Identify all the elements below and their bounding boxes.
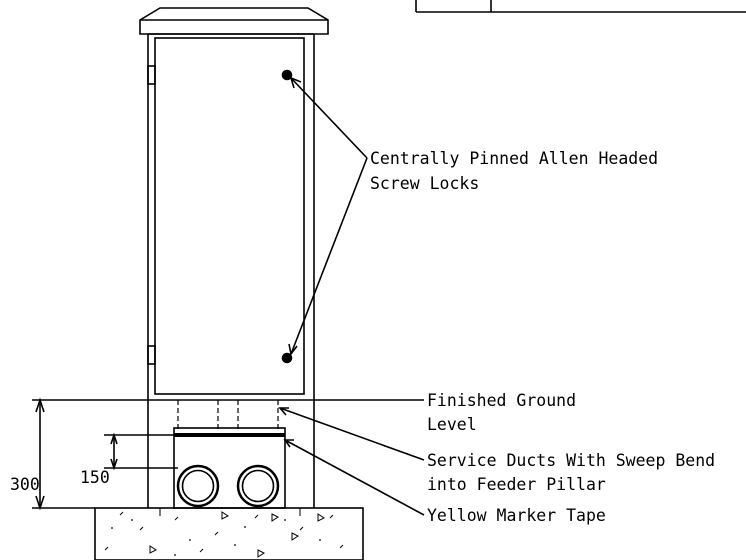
concrete-hatch xyxy=(104,508,344,558)
duct-right xyxy=(236,464,280,508)
screw-lock-top xyxy=(281,69,293,81)
dimension-150-label: 150 xyxy=(80,468,110,487)
duct-sweep-dashes xyxy=(177,400,279,430)
screw-lock-bottom xyxy=(281,352,293,364)
ground-level-label-line2: Level xyxy=(427,415,477,434)
dimension-300 xyxy=(35,397,45,511)
dimension-300-label: 300 xyxy=(10,475,40,494)
service-ducts-label-line1: Service Ducts With Sweep Bend xyxy=(427,451,715,470)
service-ducts-label-line2: into Feeder Pillar xyxy=(427,475,606,494)
dimension-150 xyxy=(104,432,178,471)
screw-lock-leaders xyxy=(288,76,368,356)
ground-level-label-line1: Finished Ground xyxy=(427,391,576,410)
marker-tape-label: Yellow Marker Tape xyxy=(427,506,606,525)
title-block-fragment xyxy=(415,0,746,13)
ducts-leader xyxy=(278,407,425,461)
screw-locks-label-line1: Centrally Pinned Allen Headed xyxy=(370,149,658,168)
hinge-top xyxy=(147,65,156,85)
hinge-bottom xyxy=(147,345,156,365)
pillar-cap xyxy=(139,7,329,35)
duct-left xyxy=(176,464,220,508)
marker-tape-leader xyxy=(283,439,425,516)
pillar-body xyxy=(147,33,315,508)
screw-locks-label-line2: Screw Locks xyxy=(370,174,479,193)
concrete-dots xyxy=(111,519,321,556)
concrete-base xyxy=(94,507,364,560)
pillar-door xyxy=(154,37,305,395)
